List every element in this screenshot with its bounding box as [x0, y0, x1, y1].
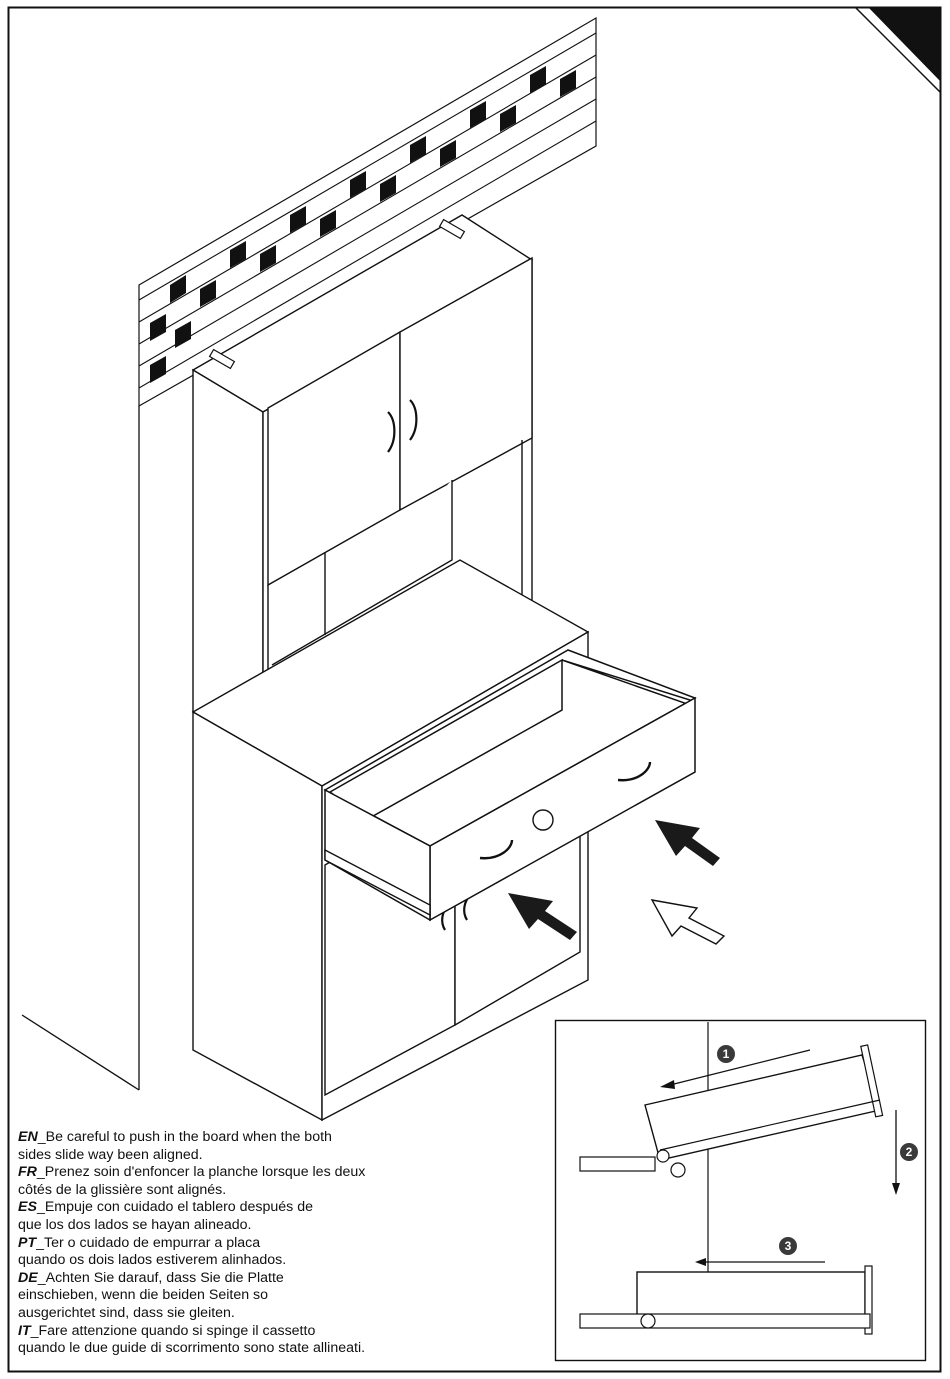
corner-tab — [868, 7, 941, 82]
drawer-knob-hole — [532, 809, 554, 831]
page-border — [7, 6, 942, 1373]
instruction-de: DE_Achten Sie darauf, dass Sie die Platt… — [18, 1269, 284, 1321]
step-2-badge — [900, 1143, 918, 1161]
step-2-label: 2 — [906, 1145, 913, 1159]
step-1-badge — [717, 1045, 735, 1063]
upper-door-handles — [387, 399, 418, 453]
step-3-badge — [779, 1237, 797, 1255]
instruction-it: IT_Fare attenzione quando si spinge il c… — [18, 1322, 366, 1357]
multilingual-instructions: EN_Be careful to push in the board when … — [18, 1129, 438, 1358]
push-arrows — [508, 820, 720, 940]
drawer — [323, 649, 697, 922]
wall-brackets — [208, 218, 466, 370]
instruction-fr: FR_Prenez soin d'enfoncer la planche lor… — [18, 1164, 366, 1198]
step-3-label: 3 — [785, 1239, 792, 1253]
instruction-en: EN_Be careful to push in the board when … — [18, 1129, 332, 1163]
slide-detail-inset: 1 2 3 — [554, 1019, 927, 1362]
wall — [21, 406, 140, 1091]
drawer-slide — [324, 848, 431, 917]
brick-wall — [138, 16, 597, 408]
instruction-es: ES_Empuje con cuidado el tablero después… — [18, 1199, 313, 1233]
outline-arrow — [650, 899, 726, 945]
drawer-handles — [479, 761, 652, 860]
step-1-label: 1 — [723, 1047, 730, 1061]
